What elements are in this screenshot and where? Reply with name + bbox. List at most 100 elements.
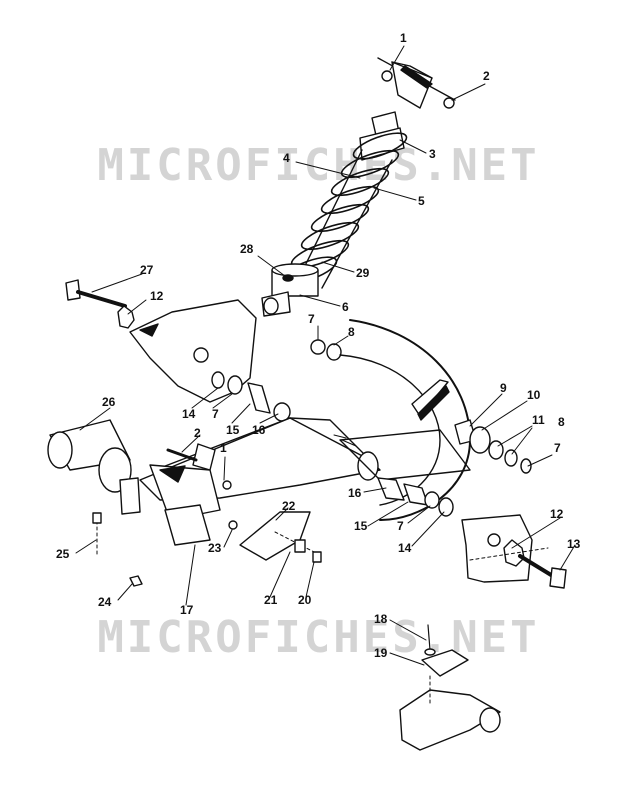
center-lower-bracket [228,511,322,563]
left-mounting [47,419,232,587]
callout-7a: 7 [308,312,315,326]
callout-2b: 2 [194,426,201,440]
top-mount-nut [381,70,393,82]
bracket-17-body [149,464,221,521]
callout-1: 1 [400,31,407,45]
callout-6: 6 [342,300,349,314]
callout-7b: 7 [212,407,219,421]
callout-12b: 12 [550,507,564,521]
callout-4: 4 [283,151,290,165]
callout-11: 11 [532,413,545,427]
callout-21: 21 [264,593,278,607]
spacer-15a [247,382,271,414]
nut-18 [424,648,436,656]
callout-22: 22 [282,499,296,513]
bracket-25-plate [119,477,141,515]
plate-19 [421,649,469,677]
shock-lower-seat-top [271,263,319,277]
callout-8a: 8 [348,325,355,339]
shock-absorber [261,57,456,317]
callout-7c: 7 [554,441,561,455]
callout-26: 26 [102,395,116,409]
star-washer-12a [117,305,135,329]
upper-left-hardware [65,279,257,403]
washer-14a [211,371,225,389]
shock-body-left-edge [297,149,363,281]
bracket-17-lower [164,504,211,546]
nut-7c [520,458,532,474]
bolt-2b-shank [166,448,198,462]
wheel-hub-box [339,429,471,481]
screw-18 [427,624,431,651]
callout-16a: 16 [252,423,266,437]
top-mount-bolt-end [443,97,455,109]
right-axis-line [469,547,549,561]
bushing-16b [377,477,405,501]
left-side-plate-shadow [139,323,159,337]
washer-14b [438,497,454,517]
shock-lower-eye-hole [263,297,279,315]
nut-23 [228,520,238,530]
nut-24 [129,575,143,587]
right-spacers [454,419,532,474]
bracket-26-end-left [47,431,73,469]
callout-16b: 16 [348,486,362,500]
callout-27: 27 [140,263,154,277]
bolt-13-shank [518,554,558,580]
nut-1b [222,480,232,490]
callout-24: 24 [98,595,112,609]
washer-7b [310,339,326,355]
screw-25-head [92,512,102,524]
leader-lines [75,45,576,666]
bolt-20-head [312,551,322,563]
a-arm-crossbar [289,417,371,461]
callout-labels: 1 2 3 4 5 28 29 6 27 12 7 8 14 7 15 16 9… [56,31,581,660]
callout-17: 17 [180,603,194,617]
washer-8b [504,449,518,467]
callout-8b: 8 [558,415,565,429]
callout-3: 3 [429,147,436,161]
left-spacers [211,339,342,422]
callout-13: 13 [567,537,581,551]
wheel-hub-shadow [417,385,450,421]
callout-23: 23 [208,541,222,555]
callout-14a: 14 [182,407,196,421]
left-side-plate-hole [193,347,209,363]
callout-12a: 12 [150,289,164,303]
bolt-13-head [549,567,567,589]
washer-11 [488,440,504,460]
spring-retainer-clip [282,274,294,282]
callout-10: 10 [527,388,541,402]
callout-18: 18 [374,612,388,626]
bolt-27-shank [76,290,127,308]
bracket-22 [239,511,311,561]
inset-a-arm-pivot [479,707,501,733]
top-mount-bracket-shadow [400,65,433,89]
washer-8a [326,343,342,361]
a-arm-upper-edge [159,417,291,469]
a-arm-weld-marks [333,434,357,447]
callout-9: 9 [500,381,507,395]
washer-7d [424,491,440,509]
wheel-hub-flange [411,379,449,417]
watermark-top: MICROFICHES.NET [97,140,540,191]
bearing-10 [469,426,491,454]
callout-20: 20 [298,593,312,607]
lower-inset [399,624,501,751]
callout-25: 25 [56,547,70,561]
callout-2: 2 [483,69,490,83]
watermark-bottom: MICROFICHES.NET [97,612,540,663]
bolt-27-head [65,279,81,301]
callout-15a: 15 [226,423,240,437]
callout-19: 19 [374,646,388,660]
callout-1b: 1 [220,441,227,455]
callout-14b: 14 [398,541,412,555]
callout-5: 5 [418,194,425,208]
callout-7d: 7 [397,519,404,533]
bushing-21 [294,539,306,553]
washer-7a [227,375,243,395]
callout-28: 28 [240,242,254,256]
lower-right-hardware [377,477,567,589]
shock-body-right-edge [321,159,393,289]
